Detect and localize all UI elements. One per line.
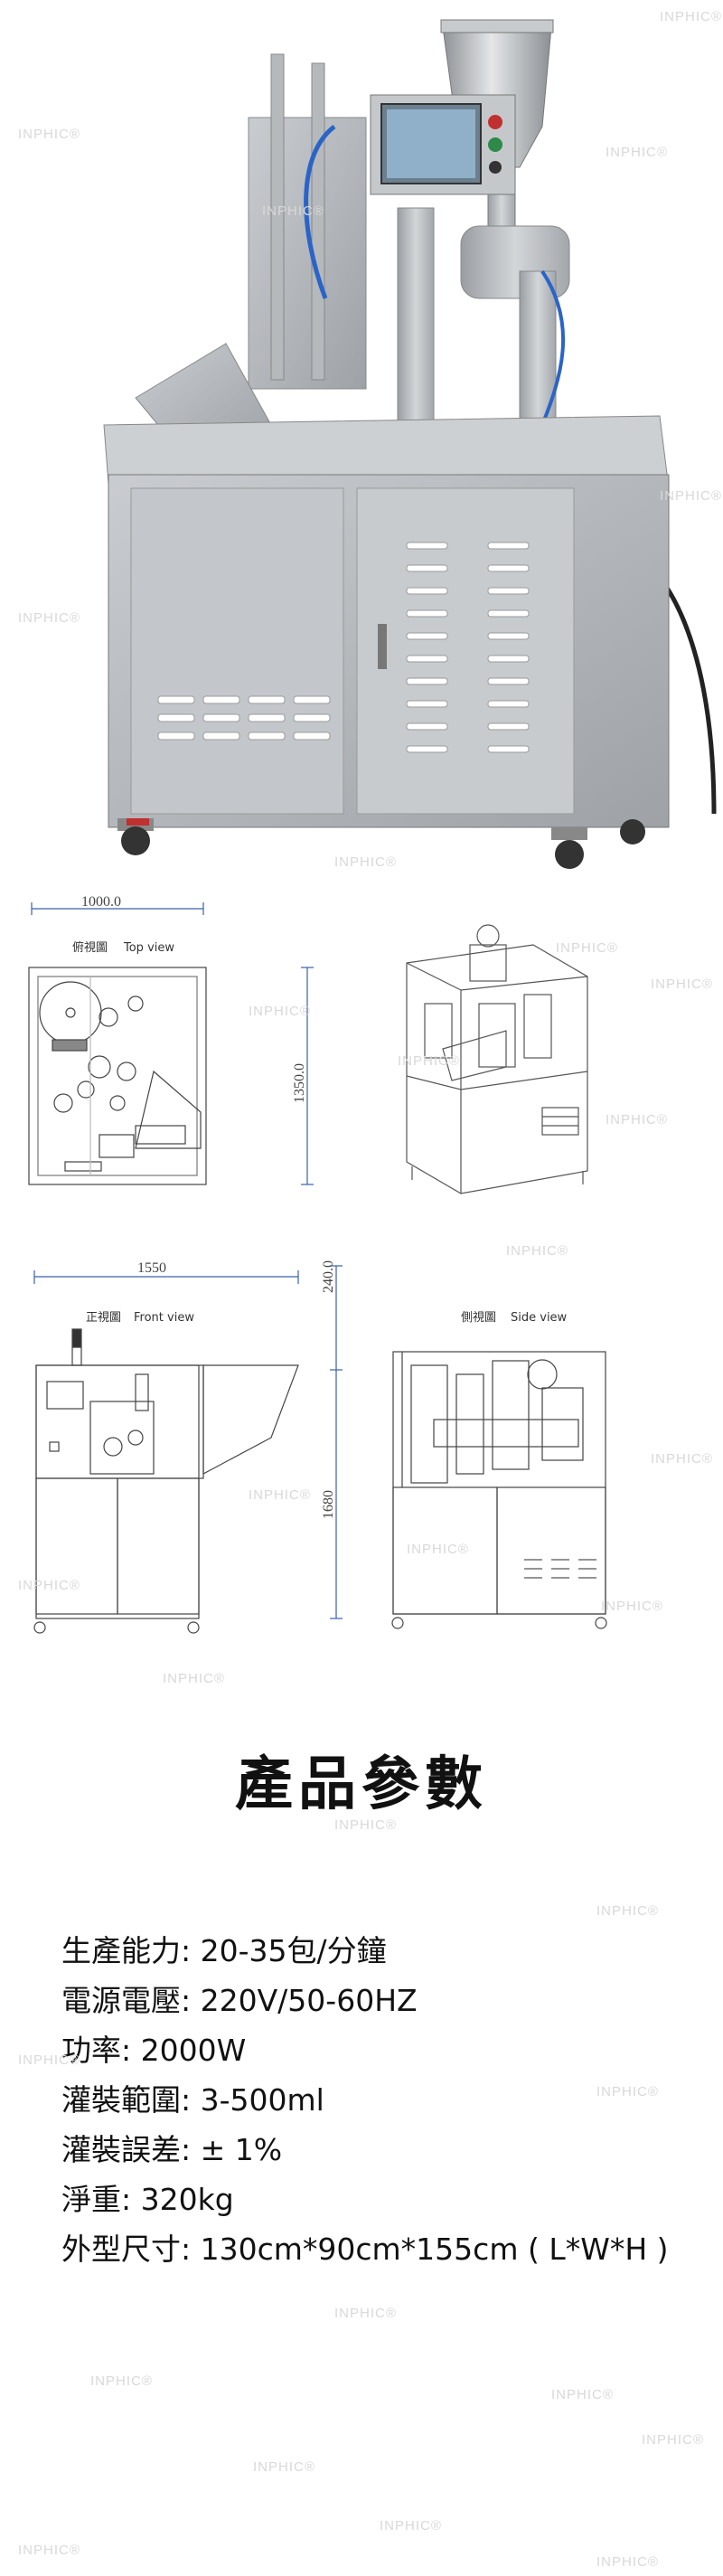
watermark: INPHIC®: [596, 2554, 659, 2570]
watermark: INPHIC®: [262, 203, 324, 219]
watermark: INPHIC®: [556, 940, 618, 956]
watermark: INPHIC®: [334, 854, 397, 870]
watermark: INPHIC®: [651, 1451, 713, 1467]
spec-row: 淨重: 320kg: [61, 2175, 669, 2224]
side-view-label-en: Side view: [511, 1311, 568, 1325]
spec-row: 電源電壓: 220V/50-60HZ: [61, 1976, 669, 2025]
watermark: INPHIC®: [606, 145, 668, 160]
watermark: INPHIC®: [253, 2459, 315, 2475]
watermark: INPHIC®: [18, 2052, 80, 2068]
spec-value: 130cm*90cm*155cm ( L*W*H ): [200, 2232, 669, 2267]
spec-row: 灌裝範圍: 3-500ml: [61, 2075, 669, 2125]
spec-label: 電源電壓:: [61, 1983, 192, 2018]
spec-row: 生產能力: 20-35包/分鐘: [61, 1926, 669, 1976]
front-view-label-en: Front view: [134, 1311, 194, 1325]
watermark: INPHIC®: [380, 2518, 442, 2534]
spec-list: 生產能力: 20-35包/分鐘 電源電壓: 220V/50-60HZ 功率: 2…: [61, 1926, 669, 2274]
watermark: INPHIC®: [249, 1487, 311, 1503]
top-view-height-dim: 1350.0: [292, 1063, 307, 1103]
front-view-label-cn: 正視圖: [86, 1311, 121, 1325]
watermark: INPHIC®: [249, 1004, 311, 1019]
front-view-top-dim: 240.0: [321, 1260, 336, 1293]
spec-value: 20-35包/分鐘: [200, 1933, 387, 1968]
watermark: INPHIC®: [606, 1112, 668, 1128]
drawings-svg: 1000.0 1350.0 俯視圖 Top view: [28, 894, 607, 1634]
watermark: INPHIC®: [334, 2306, 397, 2321]
front-view-drawing: [33, 1265, 343, 1634]
watermark: INPHIC®: [18, 2543, 80, 2558]
spec-label: 外型尺寸:: [61, 2232, 192, 2267]
watermark: INPHIC®: [660, 9, 722, 24]
watermark: INPHIC®: [660, 488, 722, 504]
machine-photo: INPHIC® INPHIC® INPHIC® INPHIC® INPHIC® …: [0, 0, 723, 895]
spec-value: 3-500ml: [200, 2082, 324, 2118]
machine-illustration: [103, 19, 717, 869]
spec-label: 功率:: [61, 2033, 132, 2068]
top-view-label-cn: 俯視圖: [72, 940, 108, 955]
watermark: INPHIC®: [18, 1578, 80, 1593]
watermark: INPHIC®: [90, 2373, 153, 2389]
product-parameters: 產品參數 生產能力: 20-35包/分鐘 電源電壓: 220V/50-60HZ …: [0, 1673, 723, 2576]
spec-value: 220V/50-60HZ: [200, 1983, 418, 2018]
spec-value: 320kg: [140, 2182, 234, 2217]
watermark: INPHIC®: [398, 1053, 460, 1069]
watermark: INPHIC®: [163, 1671, 225, 1686]
watermark: INPHIC®: [601, 1599, 663, 1614]
spec-row: 灌裝誤差: ± 1%: [61, 2125, 669, 2175]
spec-label: 灌裝誤差:: [61, 2132, 192, 2167]
spec-value: ± 1%: [200, 2132, 283, 2167]
spec-label: 灌裝範圍:: [61, 2082, 192, 2118]
spec-label: 生產能力:: [61, 1933, 192, 1968]
top-view-drawing: [28, 902, 314, 1185]
watermark: INPHIC®: [551, 2387, 614, 2402]
spec-label: 淨重:: [61, 2182, 132, 2217]
isometric-drawing: [406, 924, 588, 1194]
front-view-height-dim: 1680: [321, 1490, 336, 1519]
top-view-width-dim: 1000.0: [81, 895, 121, 910]
top-view-label-en: Top view: [123, 941, 174, 955]
watermark: INPHIC®: [506, 1243, 568, 1259]
watermark: INPHIC®: [334, 1817, 397, 1833]
params-title: 產品參數: [235, 1751, 488, 1818]
spec-row: 外型尺寸: 130cm*90cm*155cm ( L*W*H ): [61, 2224, 669, 2274]
spec-value: 2000W: [140, 2033, 247, 2068]
watermark: INPHIC®: [642, 2432, 704, 2448]
side-view-drawing: [391, 1351, 607, 1629]
watermark: INPHIC®: [651, 977, 713, 992]
watermark: INPHIC®: [596, 1903, 659, 1919]
watermark: INPHIC®: [18, 127, 80, 142]
spec-row: 功率: 2000W: [61, 2025, 669, 2075]
watermark: INPHIC®: [407, 1542, 469, 1557]
technical-drawings: 1000.0 1350.0 俯視圖 Top view: [0, 894, 723, 1686]
side-view-label-cn: 側視圖: [461, 1311, 496, 1325]
watermark: INPHIC®: [596, 2084, 659, 2099]
watermark: INPHIC®: [18, 610, 80, 626]
front-view-width-dim: 1550: [137, 1260, 166, 1276]
